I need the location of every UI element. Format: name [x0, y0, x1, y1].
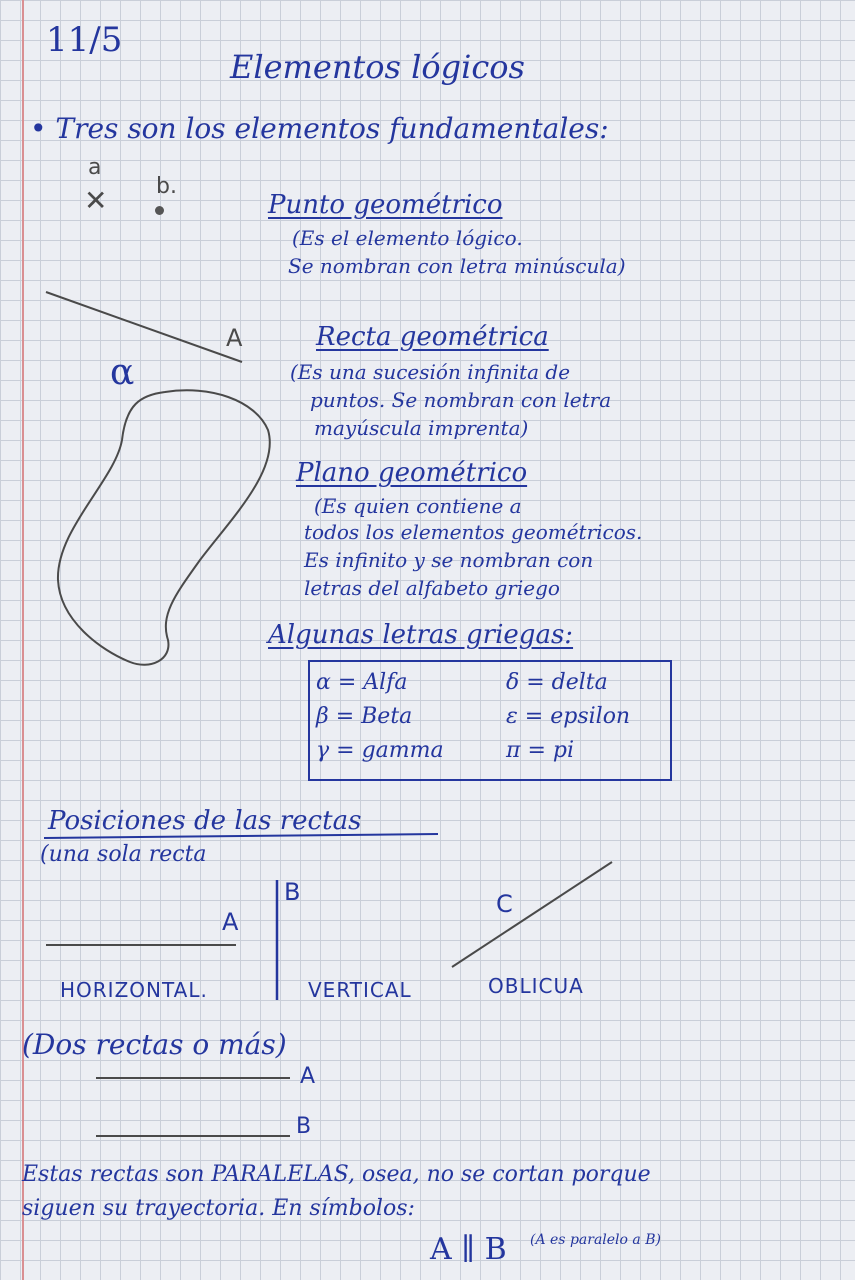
greek-alfa: α = Alfa [316, 670, 408, 695]
vertical-label-b: B [284, 878, 302, 906]
positions-heading: Posiciones de las rectas [48, 806, 362, 836]
line-desc-1: (Es una sucesión infinita de [290, 360, 571, 384]
greek-pi: π = pi [506, 738, 574, 763]
point-x-mark: ✕ [84, 184, 108, 217]
plane-desc-2: todos los elementos geométricos. [304, 520, 643, 544]
horizontal-label-a: A [222, 908, 240, 936]
positions-heading-underline [43, 833, 439, 839]
parallel-symbol: A ∥ B [430, 1232, 507, 1267]
greek-delta: δ = delta [506, 670, 608, 695]
plane-desc-4: letras del alfabeto griego [304, 576, 560, 600]
greek-gamma: γ = gamma [316, 738, 444, 763]
parallel-label-b: B [296, 1114, 313, 1139]
greek-beta: β = Beta [316, 704, 413, 729]
line-a-drawing [45, 291, 243, 363]
point-label-a: a [88, 155, 102, 180]
plane-desc-3: Es infinito y se nombran con [304, 548, 594, 572]
horizontal-caption: HORIZONTAL. [60, 978, 208, 1002]
point-desc-2: Se nombran con letra minúscula) [288, 254, 626, 278]
plane-blob-drawing [56, 389, 271, 666]
point-dot [155, 206, 164, 215]
line-label-a: A [226, 324, 243, 352]
parallel-label-a: A [300, 1064, 317, 1089]
page-date: 11/5 [46, 20, 123, 60]
greek-epsilon: ε = epsilon [506, 704, 631, 729]
parallel-symbol-note: (A es paralelo a B) [530, 1232, 661, 1248]
positions-subheading: (una sola recta [40, 842, 207, 867]
intro-text: • Tres son los elementos fundamentales: [30, 112, 609, 145]
line-desc-2: puntos. Se nombran con letra [310, 388, 612, 412]
line-desc-3: mayúscula imprenta) [314, 416, 529, 440]
two-lines-heading: (Dos rectas o más) [22, 1028, 287, 1061]
point-desc-1: (Es el elemento lógico. [292, 226, 523, 250]
point-label-b: b. [156, 174, 177, 199]
greek-letters-box: α = Alfa β = Beta γ = gamma δ = delta ε … [308, 660, 672, 781]
page-margin-line [22, 0, 24, 1280]
vertical-caption: VERTICAL [308, 978, 412, 1002]
point-heading: Punto geométrico [268, 190, 503, 220]
page-title: Elementos lógicos [230, 48, 525, 86]
line-heading: Recta geométrica [316, 322, 549, 352]
oblique-label-c: C [496, 890, 514, 918]
plane-heading: Plano geométrico [296, 458, 528, 488]
greek-heading: Algunas letras griegas: [268, 620, 574, 650]
plane-label-alpha: α [110, 352, 135, 393]
oblique-line-drawing [451, 861, 613, 968]
parallel-conclusion-2: siguen su trayectoria. En símbolos: [22, 1196, 415, 1221]
plane-desc-1: (Es quien contiene a [314, 494, 522, 518]
parallel-conclusion-1: Estas rectas son PARALELAS, osea, no se … [22, 1162, 651, 1187]
oblique-caption: OBLICUA [488, 974, 584, 998]
